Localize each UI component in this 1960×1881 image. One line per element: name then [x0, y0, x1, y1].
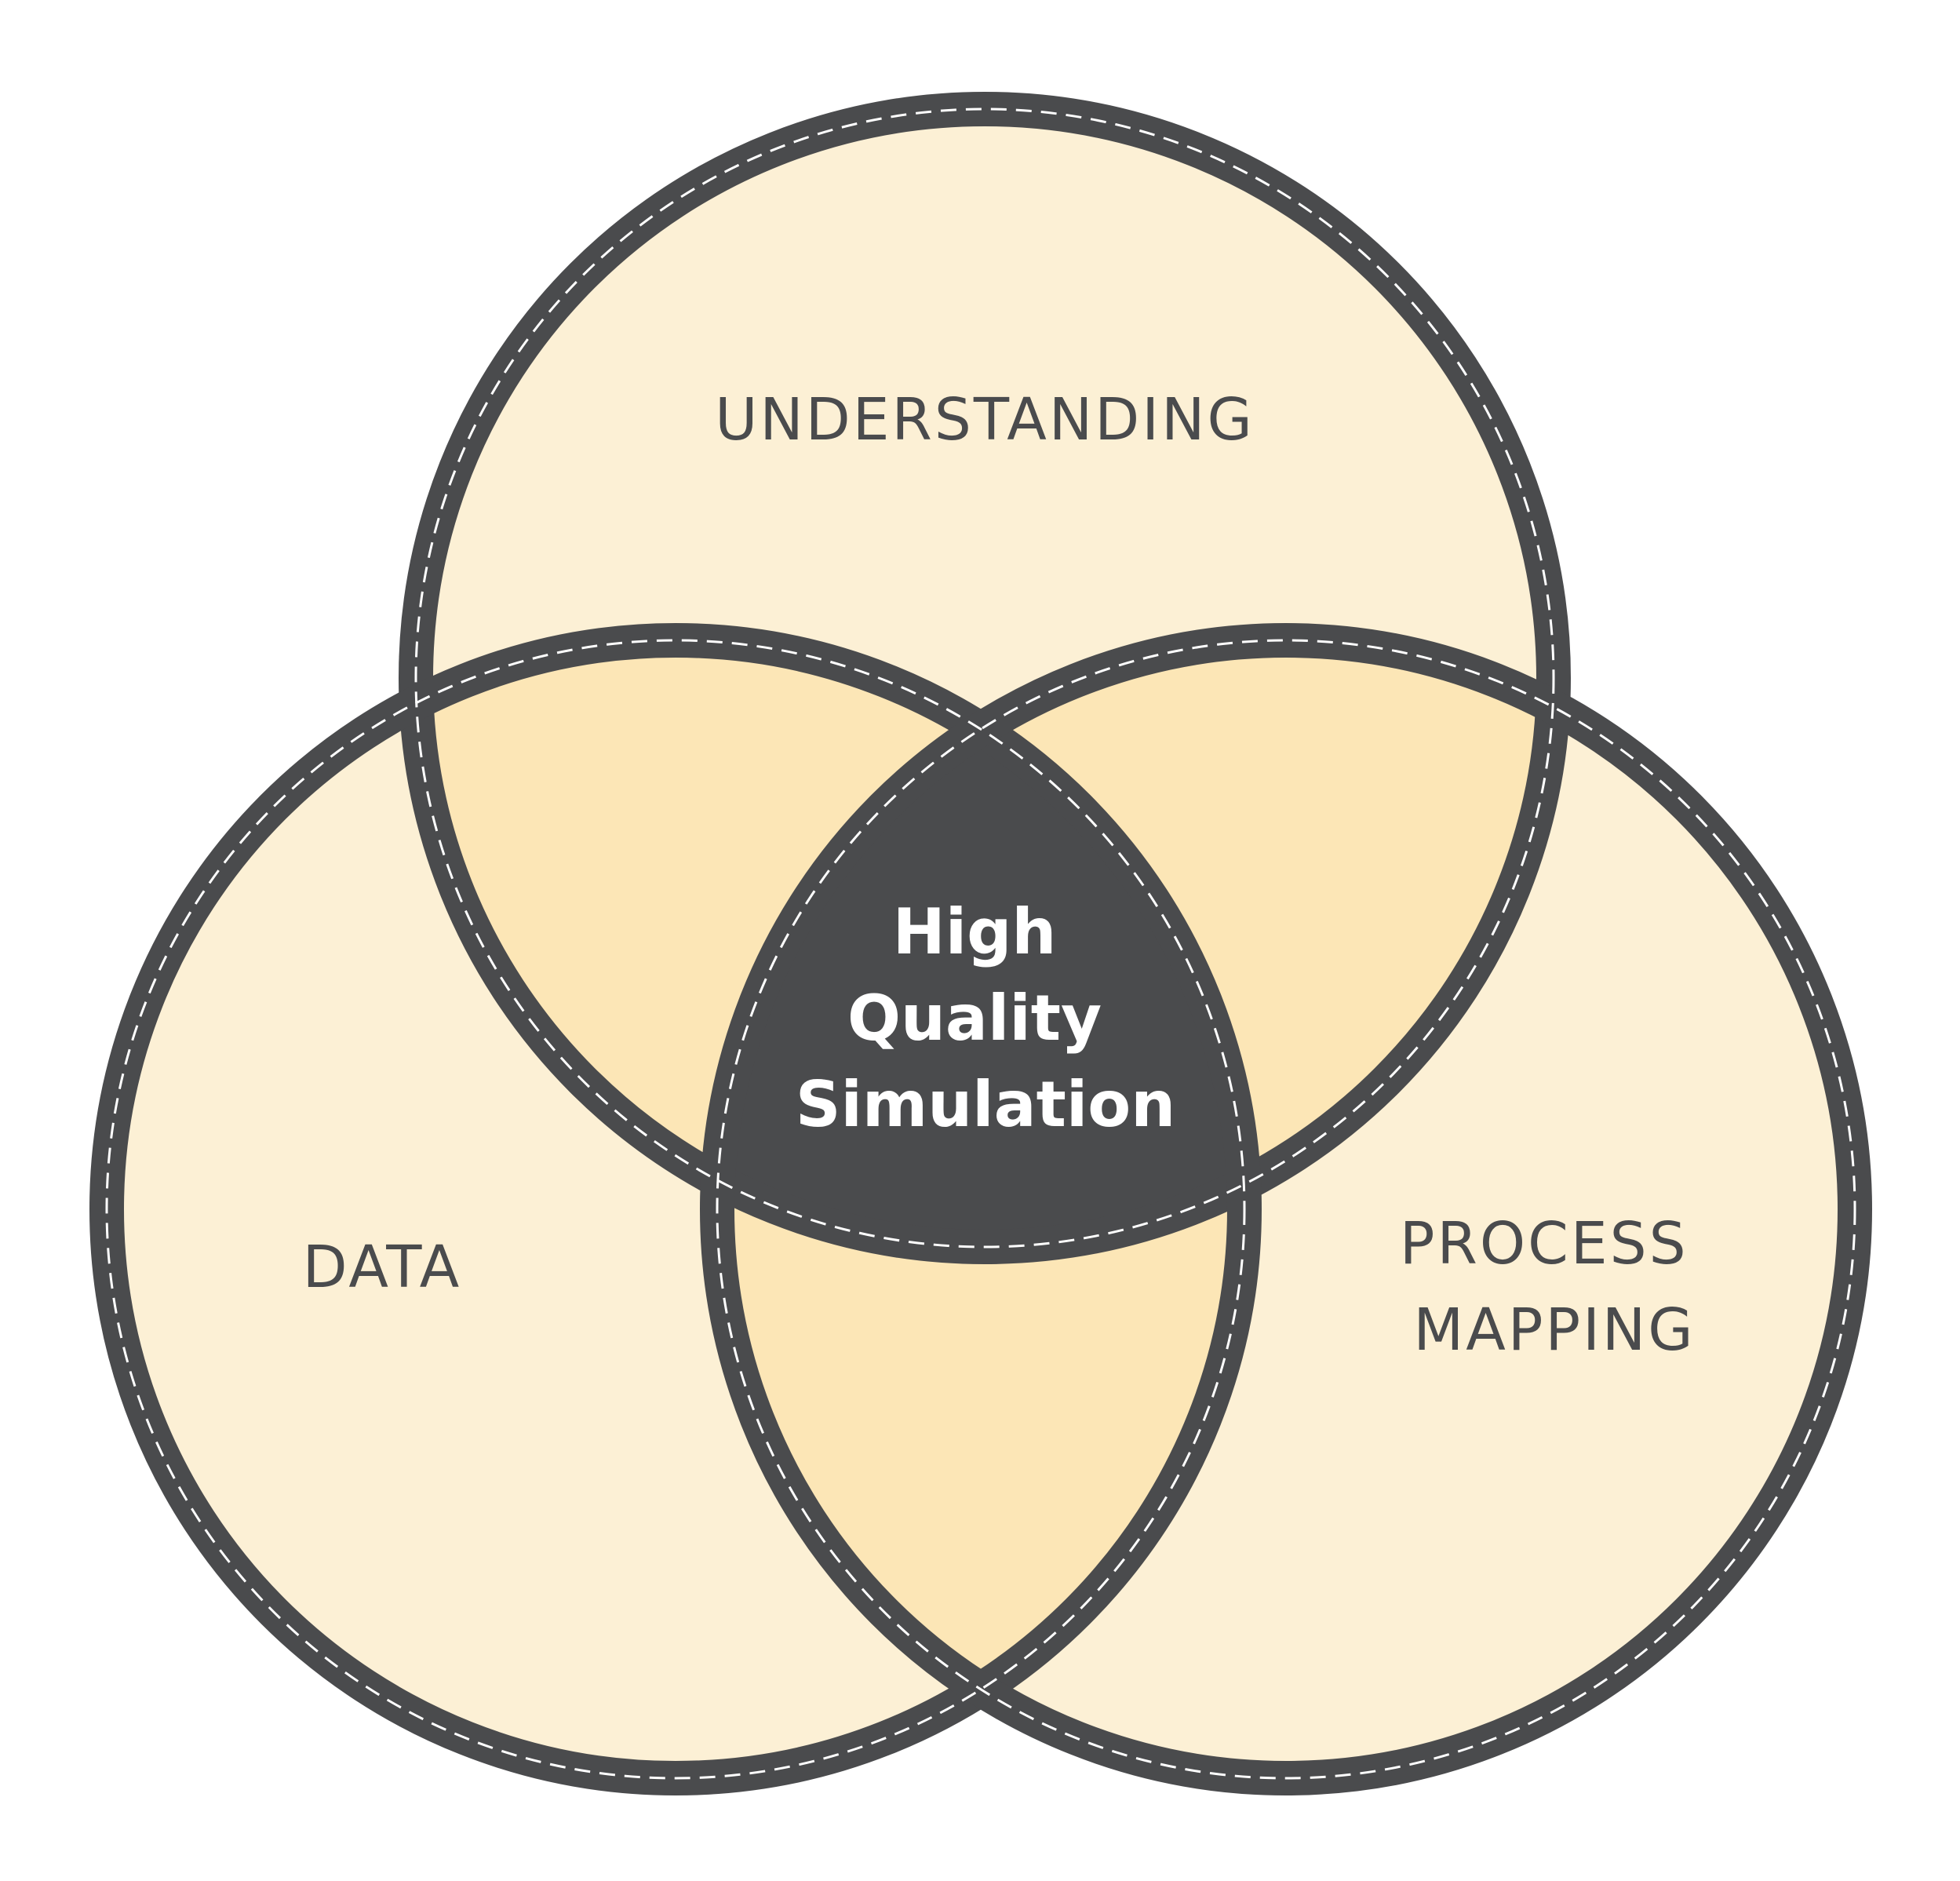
circle-dashes — [105, 108, 1856, 1780]
center-label: High Quality Simulation — [796, 895, 1175, 1141]
center-label-line-3: Simulation — [796, 1068, 1175, 1141]
label-data: DATA — [303, 1234, 462, 1301]
label-process-line-1: PROCESS — [1400, 1210, 1689, 1278]
label-process-mapping: PROCESS MAPPING — [1400, 1210, 1709, 1364]
center-label-line-2: Quality — [847, 982, 1102, 1055]
process-mapping-dash — [716, 639, 1856, 1780]
center-label-line-1: High — [893, 895, 1057, 968]
center-region — [717, 640, 1244, 1247]
understanding-dash — [414, 108, 1555, 1249]
data-dash — [105, 639, 1246, 1780]
label-data-line: DATA — [303, 1234, 462, 1301]
label-understanding: UNDERSTANDING — [715, 386, 1255, 454]
center-overlap — [717, 640, 1244, 1247]
label-process-line-2: MAPPING — [1413, 1296, 1695, 1364]
label-understanding-line: UNDERSTANDING — [715, 386, 1255, 454]
